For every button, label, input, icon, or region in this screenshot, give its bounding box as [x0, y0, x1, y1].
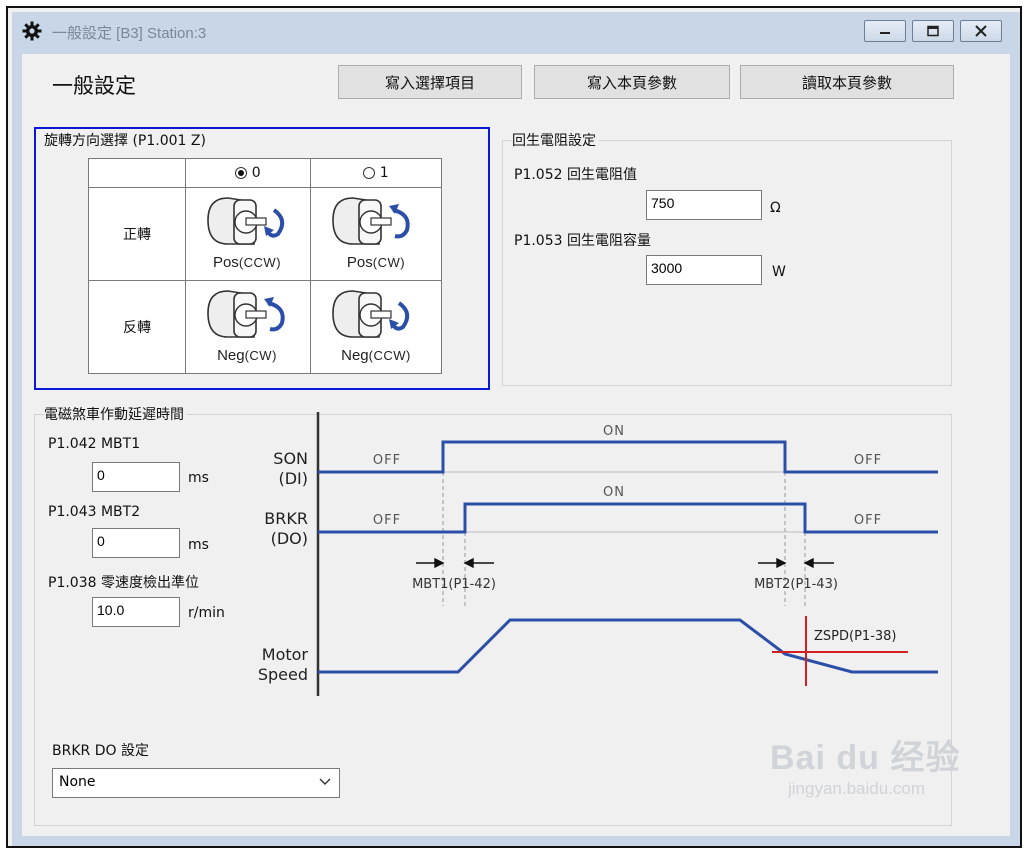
table-corner: [88, 158, 186, 188]
brkr-signal: [318, 502, 938, 534]
maximize-button[interactable]: [912, 20, 954, 42]
mbt2-input[interactable]: 0: [92, 528, 180, 558]
son-label: SON: [273, 449, 308, 468]
motor-caption: Pos(CCW): [212, 254, 282, 271]
son-sublabel: (DI): [278, 469, 308, 488]
close-button[interactable]: [960, 20, 1002, 42]
title-bar: 一般設定 [B3] Station:3: [12, 12, 1020, 44]
motor-cell-reverse-0: Neg(CW): [185, 280, 311, 374]
close-icon: [975, 25, 987, 37]
option-label: 1: [379, 165, 389, 181]
brkr-do-selected-value: None: [59, 774, 96, 790]
brkr-do-label: BRKR DO 設定: [52, 743, 149, 759]
direction-table: 0 1 正轉: [88, 158, 442, 374]
motor-speed-sublabel: Speed: [258, 665, 308, 684]
motor-cw-icon: [207, 290, 285, 338]
zspd-crosshair: [772, 616, 908, 686]
motor-caption: Neg(CW): [217, 347, 277, 364]
watermark-url: jingyan.baidu.com: [788, 779, 926, 798]
window-title: 一般設定 [B3] Station:3: [52, 25, 207, 42]
radio-selected-icon[interactable]: [235, 167, 248, 179]
zspd-input[interactable]: 10.0: [92, 597, 180, 627]
mbt2-label: P1.043 MBT2: [48, 504, 141, 520]
motor-speed-label: Motor: [262, 645, 309, 664]
row-label-reverse: 反轉: [88, 280, 186, 374]
regen-resistance-input[interactable]: 750: [646, 190, 762, 220]
regen-group: [502, 140, 952, 386]
settings-window: 一般設定 [B3] Station:3 一般設定 寫入選擇項目 寫入本頁參數 讀…: [12, 12, 1020, 846]
read-page-button[interactable]: 讀取本頁參數: [740, 65, 954, 99]
son-off-2-label: OFF: [854, 453, 882, 468]
brake-group: [34, 414, 952, 826]
direction-group-title: 旋轉方向選擇 (P1.001 Z): [44, 130, 209, 150]
motor-cw-icon: [332, 197, 410, 245]
brkr-off-2-label: OFF: [854, 513, 882, 528]
write-selected-button[interactable]: 寫入選擇項目: [338, 65, 522, 99]
mbt1-unit: ms: [188, 470, 209, 486]
motor-cell-forward-0: Pos(CCW): [185, 187, 311, 281]
brake-timing-diagram: SON (DI) BRKR (DO) Motor Speed OFF ON OF…: [258, 412, 938, 696]
regen-capacity-label: P1.053 回生電阻容量: [514, 233, 651, 249]
regen-group-title: 回生電阻設定: [512, 130, 599, 150]
zspd-marker-label: ZSPD(P1-38): [814, 629, 897, 644]
minimize-icon: [880, 32, 890, 34]
direction-option-1[interactable]: 1: [310, 158, 442, 188]
zspd-unit: r/min: [188, 605, 225, 621]
mbt2-unit: ms: [188, 537, 209, 553]
zspd-label: P1.038 零速度檢出準位: [48, 575, 199, 591]
motor-ccw-icon: [207, 197, 285, 245]
son-on-label: ON: [603, 424, 625, 439]
direction-option-0[interactable]: 0: [185, 158, 311, 188]
watermark: Bai du 经验 jingyan.baidu.com: [770, 730, 960, 799]
maximize-icon: [927, 25, 939, 37]
mbt1-marker-label: MBT1(P1-42): [412, 577, 496, 592]
option-label: 0: [251, 165, 261, 181]
brkr-off-1-label: OFF: [373, 513, 401, 528]
mbt1-arrows: [416, 557, 494, 569]
mbt2-marker-label: MBT2(P1-43): [754, 577, 838, 592]
son-signal: [318, 440, 938, 474]
page-title: 一般設定: [52, 74, 136, 98]
gear-icon: [22, 21, 42, 41]
mbt1-input[interactable]: 0: [92, 462, 180, 492]
watermark-logo-text: Bai du 经验: [770, 739, 961, 777]
motor-speed-signal: [318, 618, 938, 674]
regen-capacity-unit: W: [772, 264, 786, 280]
brkr-label: BRKR: [264, 509, 308, 528]
timing-guides: [442, 472, 806, 606]
brkr-on-label: ON: [603, 485, 625, 500]
row-label-forward: 正轉: [88, 187, 186, 281]
chevron-down-icon: [319, 778, 331, 785]
client-area: 一般設定 寫入選擇項目 寫入本頁參數 讀取本頁參數 旋轉方向選擇 (P1.001…: [22, 54, 1010, 836]
regen-resistance-label: P1.052 回生電阻值: [514, 167, 637, 183]
brkr-sublabel: (DO): [271, 529, 308, 548]
regen-resistance-unit: Ω: [770, 200, 781, 216]
direction-group: [34, 127, 490, 390]
son-off-1-label: OFF: [373, 453, 401, 468]
write-page-button[interactable]: 寫入本頁參數: [534, 65, 730, 99]
mbt1-label: P1.042 MBT1: [48, 436, 141, 452]
brake-group-title: 電磁煞車作動延遲時間: [44, 404, 187, 424]
radio-unselected-icon[interactable]: [363, 167, 376, 179]
motor-cell-reverse-1: Neg(CCW): [310, 280, 442, 374]
motor-caption: Neg(CCW): [341, 347, 411, 364]
minimize-button[interactable]: [864, 20, 906, 42]
motor-caption: Pos(CW): [346, 254, 406, 271]
motor-ccw-icon: [332, 290, 410, 338]
regen-capacity-input[interactable]: 3000: [646, 255, 762, 285]
mbt2-arrows: [758, 557, 834, 569]
brkr-do-select[interactable]: None: [52, 768, 340, 798]
motor-cell-forward-1: Pos(CW): [310, 187, 442, 281]
